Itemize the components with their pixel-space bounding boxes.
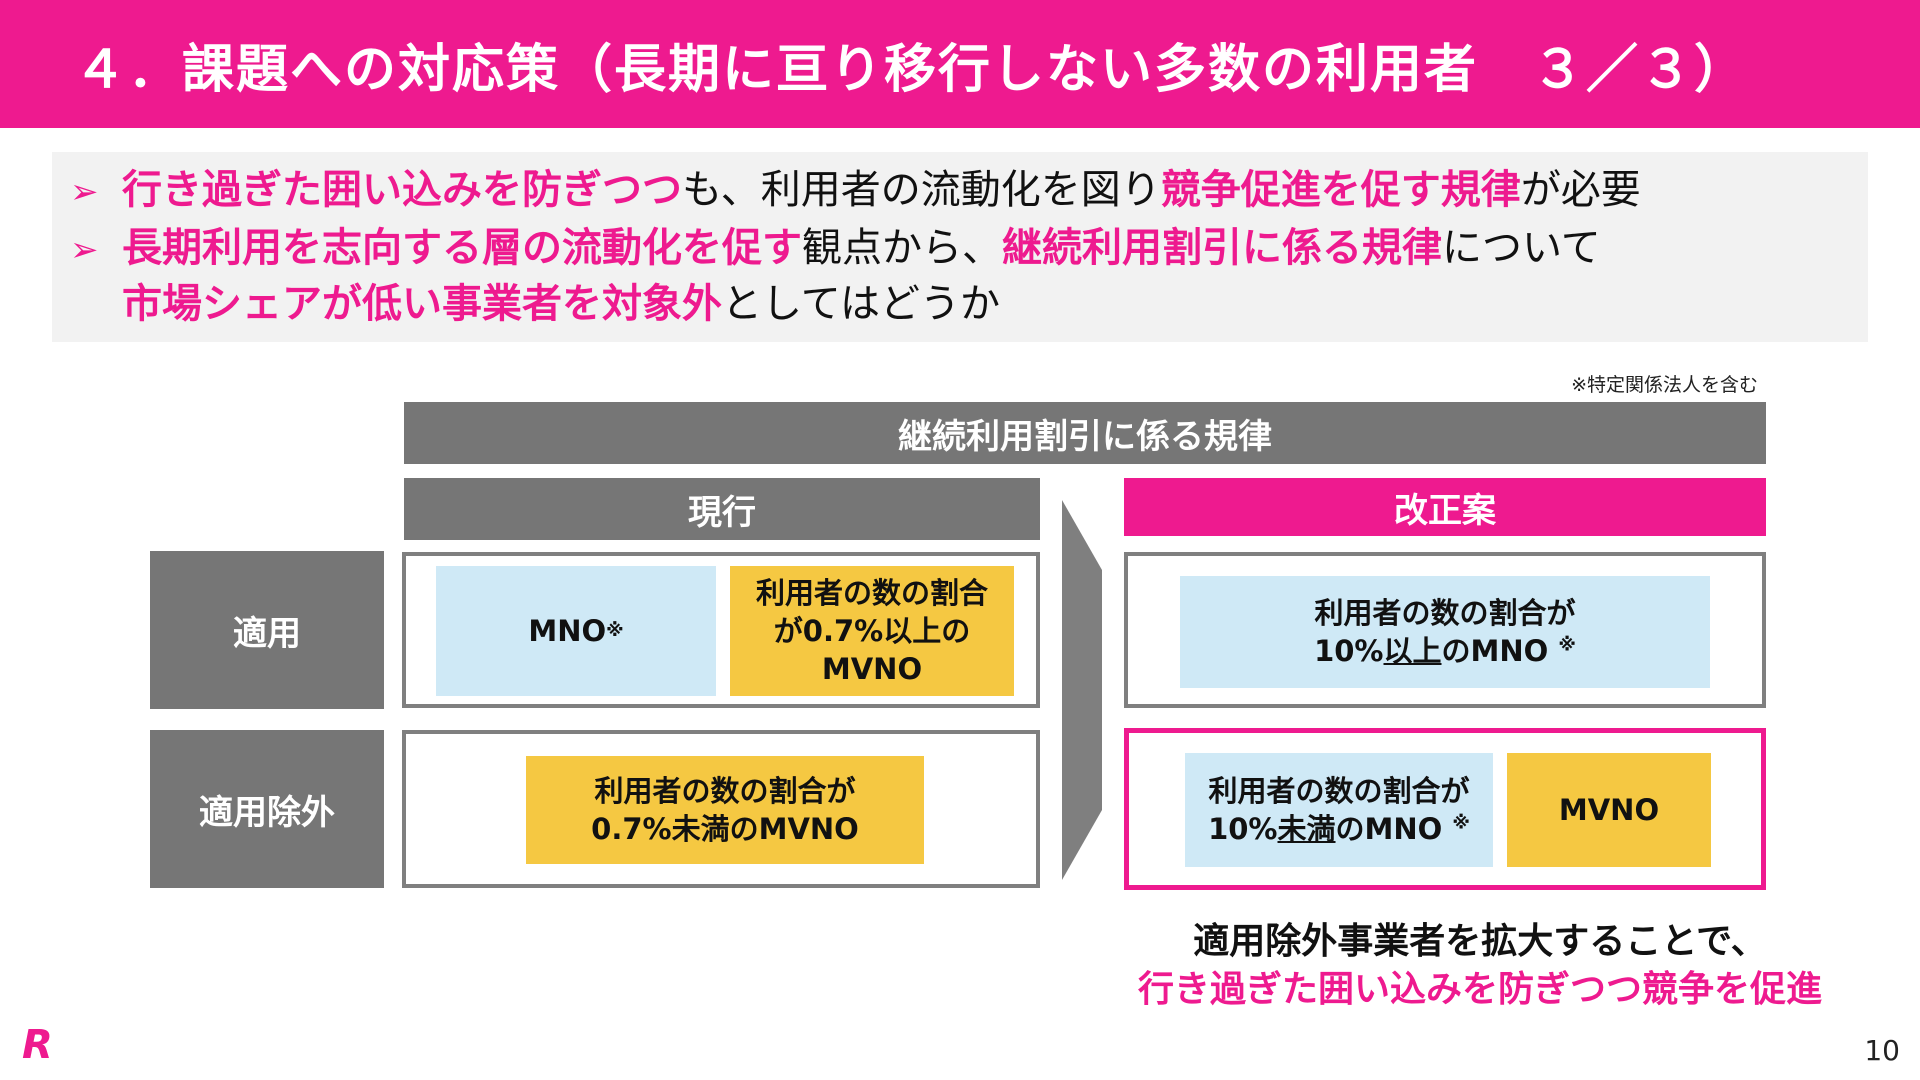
bullet-2-seg-2: 継続利用割引に係る規律 [1002,225,1442,271]
bullet-2-seg-0: 長期利用を志向する層の流動化を促す [122,225,802,271]
bullet-1-seg-2: 競争促進を促す規律 [1160,167,1521,213]
bullet-1-seg-1: も、利用者の流動化を図り [682,167,1161,213]
suffix: のMNO [1441,634,1549,668]
summary-box: ➢行き過ぎた囲い込みを防ぎつつも、利用者の流動化を図り競争促進を促す規律が必要 … [52,152,1868,342]
proposal-apply-mno: 利用者の数の割合が 10%以上のMNO ※ [1180,576,1710,688]
bullet-2-seg-1: 観点から、 [802,225,1002,271]
proposal-exclude-mvno: MVNO [1507,753,1711,867]
bullet-1-seg-0: 行き過ぎた囲い込みを防ぎつつ [122,167,682,213]
current-apply-cell: MNO※ 利用者の数の割合 が0.7%以上の MVNO [402,552,1040,708]
current-exclude-mvno: 利用者の数の割合が 0.7%未満のMVNO [526,756,924,864]
mvno-line-2: 0.7%未満のMVNO [591,812,859,846]
percent: 10% [1208,812,1278,846]
bullet-3-seg-0: 市場シェアが低い事業者を対象外 [122,281,722,327]
proposal-header: 改正案 [1124,478,1766,536]
proposal-exclude-line-2: 10%未満のMNO ※ [1208,810,1470,848]
proposal-apply-line-1: 利用者の数の割合が [1314,596,1576,630]
proposal-apply-cell: 利用者の数の割合が 10%以上のMNO ※ [1124,552,1766,708]
proposal-apply-line-2: 10%以上のMNO ※ [1314,632,1576,670]
proposal-exclude-line-1: 利用者の数の割合が [1208,774,1470,808]
proposal-exclude-mno: 利用者の数の割合が 10%未満のMNO ※ [1185,753,1493,867]
current-header: 現行 [404,478,1040,540]
row-label-exclude: 適用除外 [150,730,384,888]
note-mark: ※ [1452,812,1470,834]
conclusion-line-2: 行き過ぎた囲い込みを防ぎつつ競争を促進 [1137,969,1822,1010]
bullet-2: ➢ 長期利用を志向する層の流動化を促す観点から、継続利用割引に係る規律について [70,220,1601,278]
suffix: のMNO [1335,812,1443,846]
current-apply-mno: MNO※ [436,566,716,696]
note-mark: ※ [1558,634,1576,656]
rule-header: 継続利用割引に係る規律 [404,402,1766,464]
footnote: ※特定関係法人を含む [1571,374,1758,396]
rakuten-logo: R [22,1022,53,1068]
conclusion: 適用除外事業者を拡大することで、 行き過ぎた囲い込みを防ぎつつ競争を促進 [1130,918,1830,1014]
bullet-3-seg-1: としてはどうか [722,281,1000,327]
current-apply-mvno: 利用者の数の割合 が0.7%以上の MVNO [730,566,1014,696]
page-title: ４．課題への対応策（長期に亘り移行しない多数の利用者 ３／３） [0,0,1920,128]
threshold-word: 未満 [1277,812,1336,846]
page-number: 10 [1864,1034,1900,1067]
percent: 10% [1314,634,1384,668]
bullet-1-seg-3: が必要 [1520,167,1641,213]
mvno-line-1: 利用者の数の割合 [755,576,988,610]
bullet-2-seg-3: について [1442,225,1601,271]
proposal-exclude-cell: 利用者の数の割合が 10%未満のMNO ※ MVNO [1124,728,1766,890]
row-label-apply: 適用 [150,551,384,709]
threshold-word: 以上 [1383,634,1442,668]
mno-label: MNO [528,614,607,648]
conclusion-line-1: 適用除外事業者を拡大することで、 [1193,921,1767,962]
bullet-1: ➢ 行き過ぎた囲い込みを防ぎつつも、利用者の流動化を図り競争促進を促す規律が必要 [70,162,1641,220]
bullet-2-continued: 市場シェアが低い事業者を対象外としてはどうか [122,276,1000,332]
bullet-arrow-icon: ➢ [70,172,99,212]
current-exclude-cell: 利用者の数の割合が 0.7%未満のMVNO [402,730,1040,888]
mvno-line-1: 利用者の数の割合が [594,774,856,808]
mvno-line-3: MVNO [821,652,923,686]
mvno-line-2: が0.7%以上の [773,614,971,648]
chevron-right-icon [1062,500,1102,880]
bullet-arrow-icon: ➢ [70,230,99,270]
